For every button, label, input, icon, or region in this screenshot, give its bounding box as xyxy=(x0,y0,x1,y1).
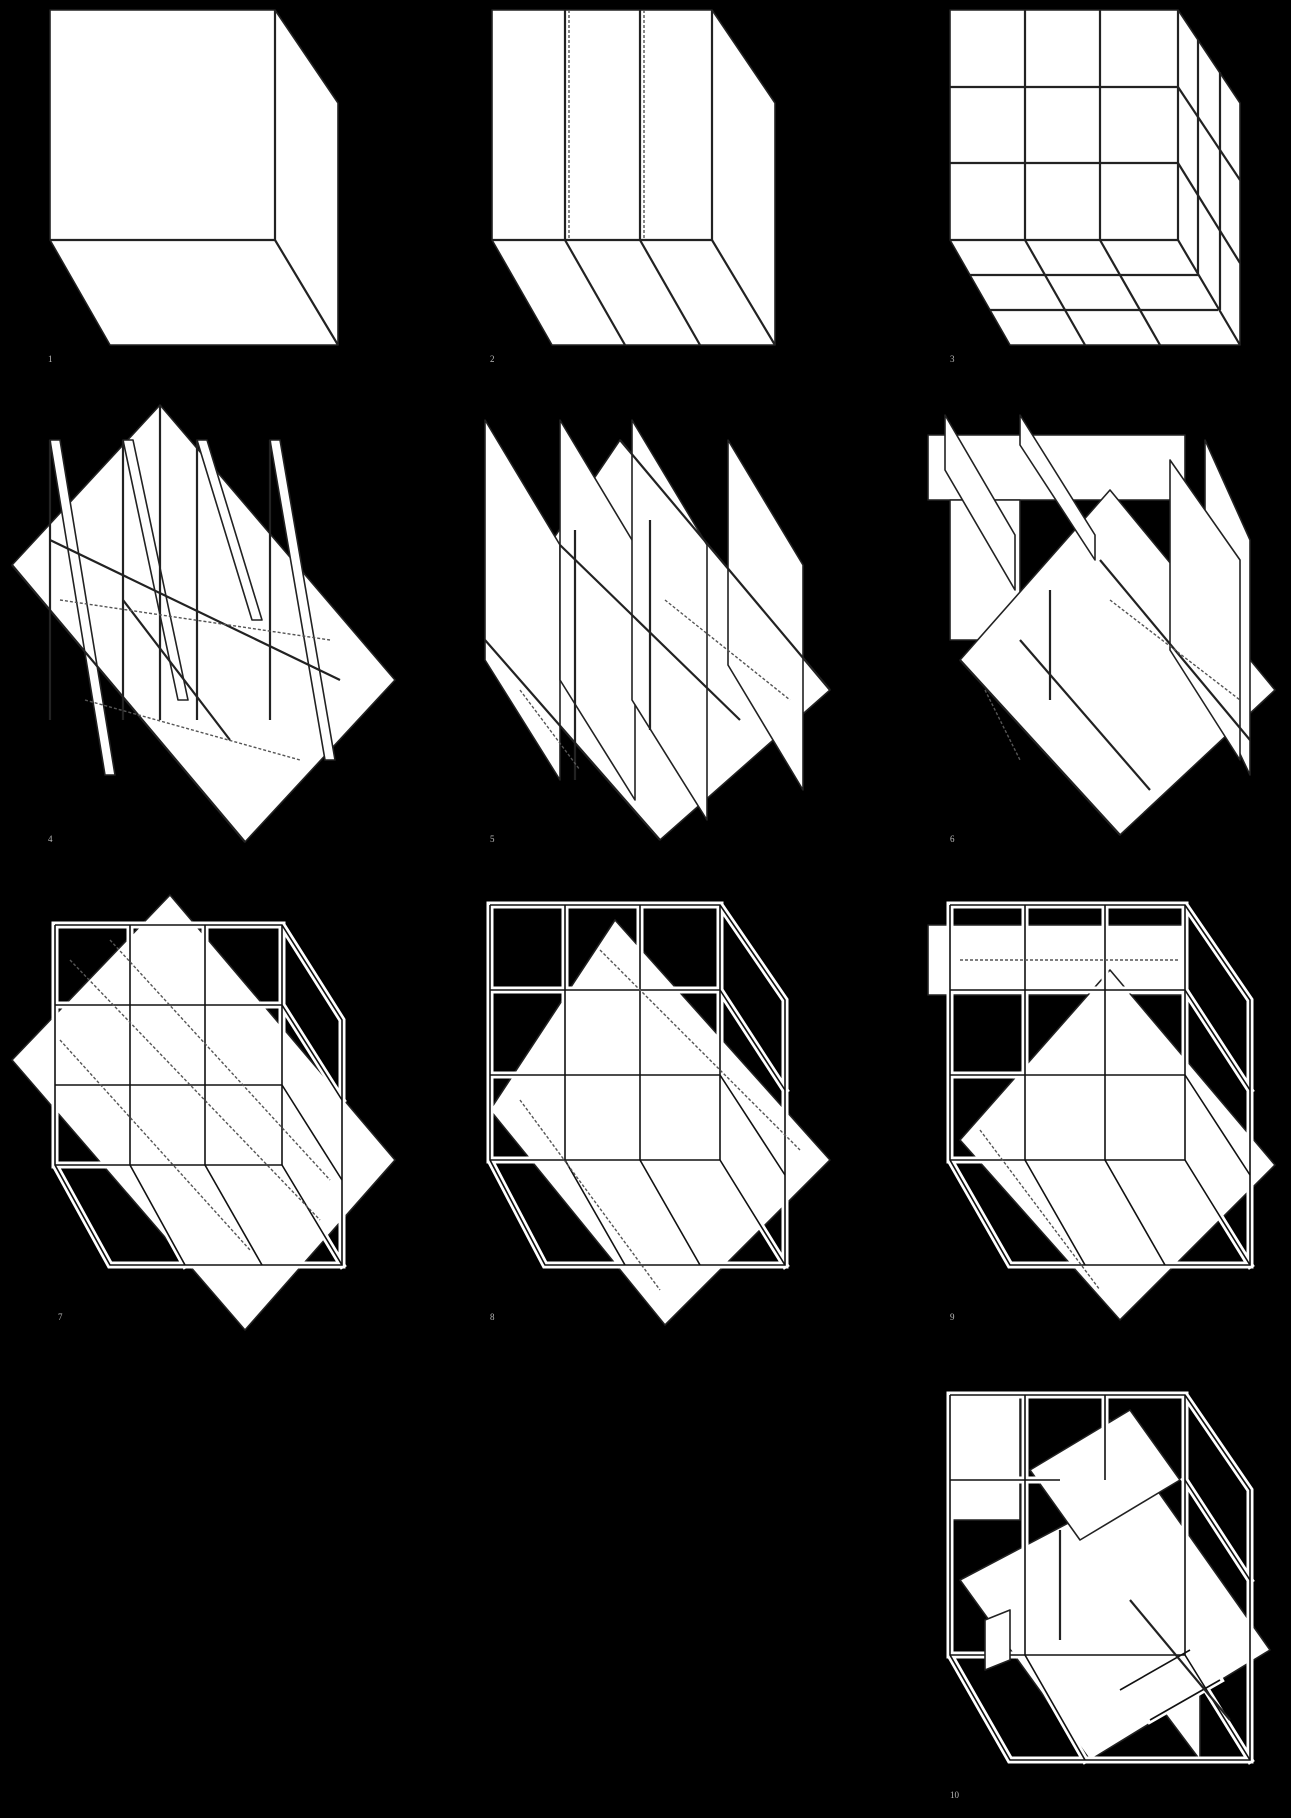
figure-2-sliced-cube xyxy=(492,10,775,345)
figure-number-5: 5 xyxy=(490,834,495,844)
figure-7-frame-with-planes xyxy=(12,895,395,1330)
figure-number-4: 4 xyxy=(48,834,53,844)
figure-number-9: 9 xyxy=(950,1312,955,1322)
figure-number-2: 2 xyxy=(490,354,495,364)
figure-3-gridded-cube xyxy=(950,10,1240,345)
figure-8-frame-with-shifted-planes xyxy=(490,905,830,1325)
figure-4-rotated-planes xyxy=(12,405,395,842)
figure-9-frame-with-block xyxy=(928,905,1275,1320)
figure-number-10: 10 xyxy=(950,1790,960,1800)
figure-1-solid-cube xyxy=(50,10,338,345)
figure-6-block-and-planes xyxy=(928,415,1275,835)
figure-number-7: 7 xyxy=(58,1312,63,1322)
figure-5-shifted-planes xyxy=(485,420,830,840)
figure-number-8: 8 xyxy=(490,1312,495,1322)
figure-10-final-composition xyxy=(950,1395,1270,1760)
figure-number-1: 1 xyxy=(48,354,53,364)
figure-number-3: 3 xyxy=(950,354,955,364)
figure-number-6: 6 xyxy=(950,834,955,844)
